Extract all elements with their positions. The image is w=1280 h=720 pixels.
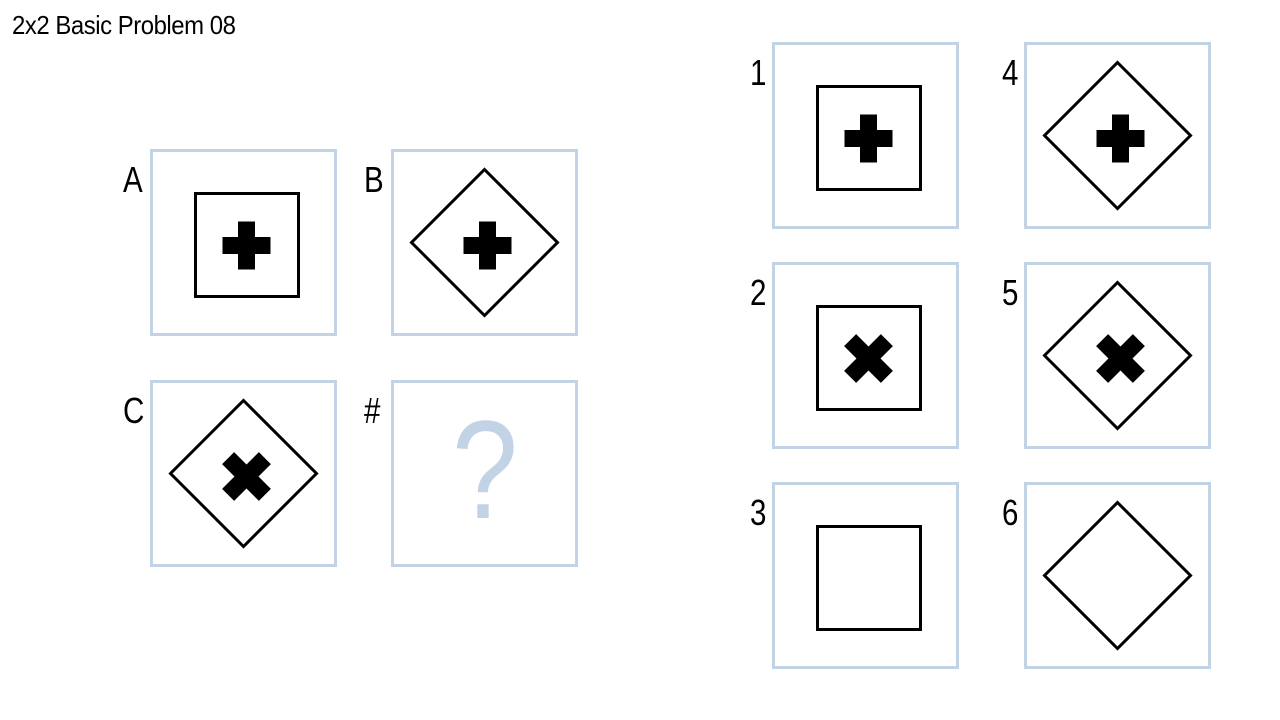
plus-icon bbox=[1096, 114, 1145, 163]
cell-label-a: A bbox=[123, 159, 143, 200]
plus-icon bbox=[463, 221, 512, 270]
square-outline-icon bbox=[816, 525, 922, 631]
square-outline-icon bbox=[816, 85, 922, 191]
option-label-1: 1 bbox=[750, 52, 767, 93]
diamond-outline-icon bbox=[168, 398, 319, 549]
answer-option-1[interactable] bbox=[772, 42, 959, 229]
matrix-cell-b bbox=[391, 149, 578, 336]
problem-title: 2x2 Basic Problem 08 bbox=[12, 10, 236, 40]
diamond-plus-figure bbox=[1042, 60, 1193, 211]
cell-label-b: B bbox=[364, 159, 384, 200]
cell-label-missing: # bbox=[364, 390, 381, 431]
matrix-cell-missing: ? bbox=[391, 380, 578, 567]
x-icon bbox=[1096, 334, 1145, 383]
answer-option-4[interactable] bbox=[1024, 42, 1211, 229]
square-figure bbox=[816, 525, 922, 631]
diamond-figure bbox=[1042, 500, 1193, 651]
matrix-cell-a bbox=[150, 149, 337, 336]
diamond-outline-icon bbox=[1042, 500, 1193, 651]
square-outline-icon bbox=[194, 192, 300, 298]
answer-option-6[interactable] bbox=[1024, 482, 1211, 669]
square-x-figure bbox=[816, 305, 922, 411]
diamond-outline-icon bbox=[1042, 280, 1193, 431]
x-icon bbox=[844, 334, 893, 383]
diamond-x-figure bbox=[1042, 280, 1193, 431]
option-label-2: 2 bbox=[750, 272, 767, 313]
answer-option-2[interactable] bbox=[772, 262, 959, 449]
cell-label-c: C bbox=[123, 390, 145, 431]
option-label-6: 6 bbox=[1002, 492, 1019, 533]
square-plus-figure bbox=[194, 192, 300, 298]
diamond-outline-icon bbox=[409, 167, 560, 318]
diamond-x-figure bbox=[168, 398, 319, 549]
square-plus-figure bbox=[816, 85, 922, 191]
diamond-outline-icon bbox=[1042, 60, 1193, 211]
option-label-4: 4 bbox=[1002, 52, 1019, 93]
option-label-5: 5 bbox=[1002, 272, 1019, 313]
plus-icon bbox=[844, 114, 893, 163]
question-mark-icon: ? bbox=[451, 390, 518, 548]
plus-icon bbox=[222, 221, 271, 270]
x-icon bbox=[222, 452, 271, 501]
option-label-3: 3 bbox=[750, 492, 767, 533]
matrix-cell-c bbox=[150, 380, 337, 567]
answer-option-5[interactable] bbox=[1024, 262, 1211, 449]
answer-option-3[interactable] bbox=[772, 482, 959, 669]
diamond-plus-figure bbox=[409, 167, 560, 318]
square-outline-icon bbox=[816, 305, 922, 411]
